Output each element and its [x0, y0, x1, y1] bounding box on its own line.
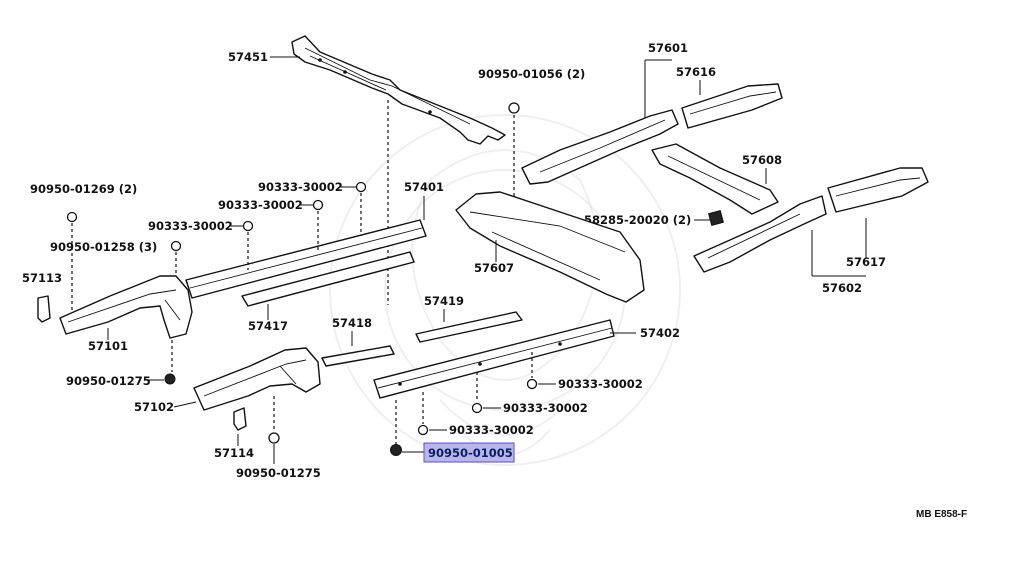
bolt-90950-01056[interactable]: [508, 102, 520, 114]
part-57401[interactable]: [185, 219, 427, 299]
label-57617: 57617: [846, 255, 886, 269]
part-57608[interactable]: [651, 143, 779, 215]
label-57608: 57608: [742, 153, 782, 167]
part-57417[interactable]: [241, 251, 415, 307]
highlight-border: [423, 442, 515, 463]
label-90333-30002-c: 90333-30002: [148, 219, 233, 233]
label-90950-01258: 90950-01258 (3): [50, 240, 157, 254]
part-57602[interactable]: [693, 195, 827, 273]
bolt-90950-01275-b[interactable]: [268, 432, 280, 444]
label-90950-01275-b: 90950-01275: [236, 466, 321, 480]
label-57419: 57419: [424, 294, 464, 308]
label-90333-30002-f: 90333-30002: [449, 423, 534, 437]
watermark-ring-outer: [329, 114, 681, 466]
part-57451[interactable]: [291, 35, 506, 145]
part-57418[interactable]: [321, 345, 395, 367]
bolt-90950-01269[interactable]: [66, 211, 78, 223]
screw-90333-30002-e[interactable]: [471, 402, 483, 414]
screw-90333-30002-d[interactable]: [526, 378, 538, 390]
part-57101[interactable]: [59, 275, 193, 339]
label-90333-30002-d: 90333-30002: [558, 377, 643, 391]
label-57114: 57114: [214, 446, 254, 460]
screw-90333-30002-c[interactable]: [242, 220, 254, 232]
screw-90333-30002-a[interactable]: [355, 181, 367, 193]
label-57101: 57101: [88, 339, 128, 353]
label-57601: 57601: [648, 41, 688, 55]
label-57602: 57602: [822, 281, 862, 295]
part-57617[interactable]: [827, 167, 929, 213]
label-90950-01269: 90950-01269 (2): [30, 182, 137, 196]
bolt-90950-01275-a[interactable]: [164, 373, 176, 385]
label-90950-01275-a: 90950-01275: [66, 374, 151, 388]
label-57417: 57417: [248, 319, 288, 333]
part-57402[interactable]: [373, 319, 615, 399]
bolt-90950-01005[interactable]: [390, 444, 402, 456]
label-90333-30002-a: 90333-30002: [258, 180, 343, 194]
part-57616[interactable]: [681, 83, 783, 129]
label-57402: 57402: [640, 326, 680, 340]
label-57616: 57616: [676, 65, 716, 79]
label-90950-01005[interactable]: 90950-01005: [428, 446, 513, 460]
label-90950-01056: 90950-01056 (2): [478, 67, 585, 81]
pad-58285-20020[interactable]: [708, 210, 724, 226]
label-57451: 57451: [228, 50, 268, 64]
label-57102: 57102: [134, 400, 174, 414]
diagram-reference-code: MB E858-F: [916, 509, 967, 520]
label-57401: 57401: [404, 180, 444, 194]
part-57607[interactable]: [455, 191, 645, 303]
label-57607: 57607: [474, 261, 514, 275]
part-57102[interactable]: [193, 347, 321, 411]
label-57418: 57418: [332, 316, 372, 330]
screw-90333-30002-f[interactable]: [417, 424, 429, 436]
label-90333-30002-e: 90333-30002: [503, 401, 588, 415]
screw-90333-30002-b[interactable]: [312, 199, 324, 211]
part-57114[interactable]: [233, 407, 247, 431]
label-58285-20020: 58285-20020 (2): [584, 213, 691, 227]
part-57601[interactable]: [521, 109, 679, 185]
part-57419[interactable]: [415, 311, 523, 343]
label-90333-30002-b: 90333-30002: [218, 198, 303, 212]
bolt-90950-01258[interactable]: [170, 240, 182, 252]
highlight-box[interactable]: [424, 443, 514, 462]
label-57113: 57113: [22, 271, 62, 285]
part-57113[interactable]: [37, 295, 51, 323]
